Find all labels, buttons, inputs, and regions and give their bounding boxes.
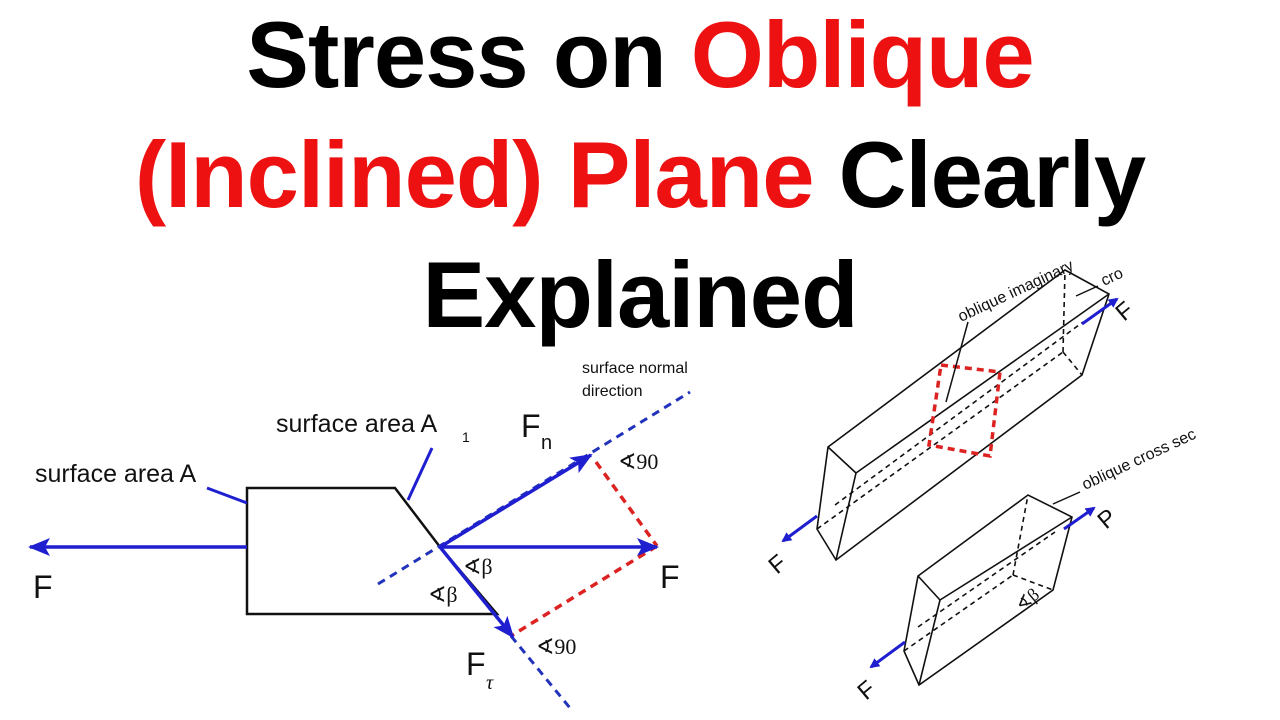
force-arrow-fn bbox=[439, 453, 593, 549]
top-box-axis bbox=[834, 321, 1084, 506]
label-oblique-cross-sec: oblique cross sec bbox=[1080, 426, 1199, 494]
label-bottom-force-right: P bbox=[1093, 504, 1123, 535]
label-bottom-force-left: F bbox=[853, 675, 882, 705]
label-force-right: F bbox=[660, 559, 680, 595]
title-explained: Explained bbox=[422, 242, 858, 347]
label-normal-line1: surface normal bbox=[582, 360, 688, 377]
title-inclined-plane: (Inclined) Plane bbox=[134, 122, 815, 227]
bar-body bbox=[245, 486, 500, 616]
bottom-box-hidden-1 bbox=[903, 574, 1014, 652]
title-stress-on: Stress on bbox=[246, 2, 691, 107]
label-angle-beta-2: ∢β bbox=[428, 582, 458, 607]
bottom-box-hidden-3 bbox=[1012, 574, 1054, 591]
projection-fn-dashed bbox=[594, 460, 659, 548]
top-force-arrow-left bbox=[781, 514, 818, 543]
label-force-left: F bbox=[33, 569, 53, 605]
label-surface-area1-sub: 1 bbox=[462, 429, 470, 445]
top-box-hidden-2 bbox=[1062, 269, 1066, 353]
bottom-box-axis bbox=[917, 531, 1056, 628]
label-surface-area: surface area A bbox=[35, 460, 197, 488]
label-normal-line2: direction bbox=[582, 383, 642, 400]
plane-line-dashed bbox=[509, 635, 572, 709]
right-bottom-diagram bbox=[903, 494, 1073, 687]
label-bottom-angle-beta: ∢β bbox=[1012, 584, 1043, 615]
bottom-force-arrow-left bbox=[869, 640, 906, 669]
label-ft: F bbox=[466, 646, 486, 682]
right-top-diagram bbox=[816, 269, 1110, 562]
leader-cro bbox=[1075, 285, 1099, 297]
leader-oblique-cross-sec bbox=[1052, 491, 1081, 505]
bottom-box-hidden-2 bbox=[1012, 494, 1029, 576]
leader-surface-area1 bbox=[406, 447, 434, 501]
label-top-force-left: F bbox=[764, 549, 793, 579]
top-box-edge-1 bbox=[827, 446, 857, 474]
title-line-3: Explained bbox=[0, 240, 1280, 350]
force-arrow-ft bbox=[438, 545, 515, 639]
oblique-section-red bbox=[927, 363, 1002, 459]
label-ft-sub: τ bbox=[486, 672, 494, 694]
bottom-box-edge-1 bbox=[917, 575, 941, 601]
label-fn: F bbox=[521, 408, 541, 444]
leader-surface-area bbox=[206, 486, 248, 505]
label-angle-beta-1: ∢β bbox=[463, 554, 493, 579]
title-clearly: Clearly bbox=[813, 122, 1147, 227]
leader-oblique-imaginary bbox=[945, 321, 969, 403]
bottom-force-arrow-right bbox=[1063, 506, 1096, 531]
bottom-box-edge-2 bbox=[939, 516, 1073, 601]
left-diagram: surface area A surface area A 1 surface … bbox=[28, 360, 691, 709]
label-angle-90-bottom: ∢90 bbox=[536, 634, 576, 659]
top-box-edge-2 bbox=[855, 293, 1110, 474]
label-fn-sub: n bbox=[541, 432, 552, 454]
label-surface-area1: surface area A bbox=[276, 410, 438, 438]
label-oblique-imaginary: oblique imaginary bbox=[956, 257, 1077, 325]
top-box-hidden-3 bbox=[1062, 351, 1083, 376]
title-line-2: (Inclined) Plane Clearly bbox=[0, 120, 1280, 230]
bottom-box-outline bbox=[903, 494, 1073, 687]
title-line-1: Stress on Oblique bbox=[0, 0, 1280, 110]
label-cro: cro bbox=[1099, 265, 1126, 290]
top-box-hidden-1 bbox=[816, 351, 1064, 530]
label-angle-90-top: ∢90 bbox=[618, 449, 658, 474]
top-force-arrow-right bbox=[1081, 297, 1119, 326]
top-box-edge-3 bbox=[835, 472, 857, 561]
projection-ft-dashed bbox=[510, 544, 658, 638]
title-oblique: Oblique bbox=[690, 2, 1035, 107]
